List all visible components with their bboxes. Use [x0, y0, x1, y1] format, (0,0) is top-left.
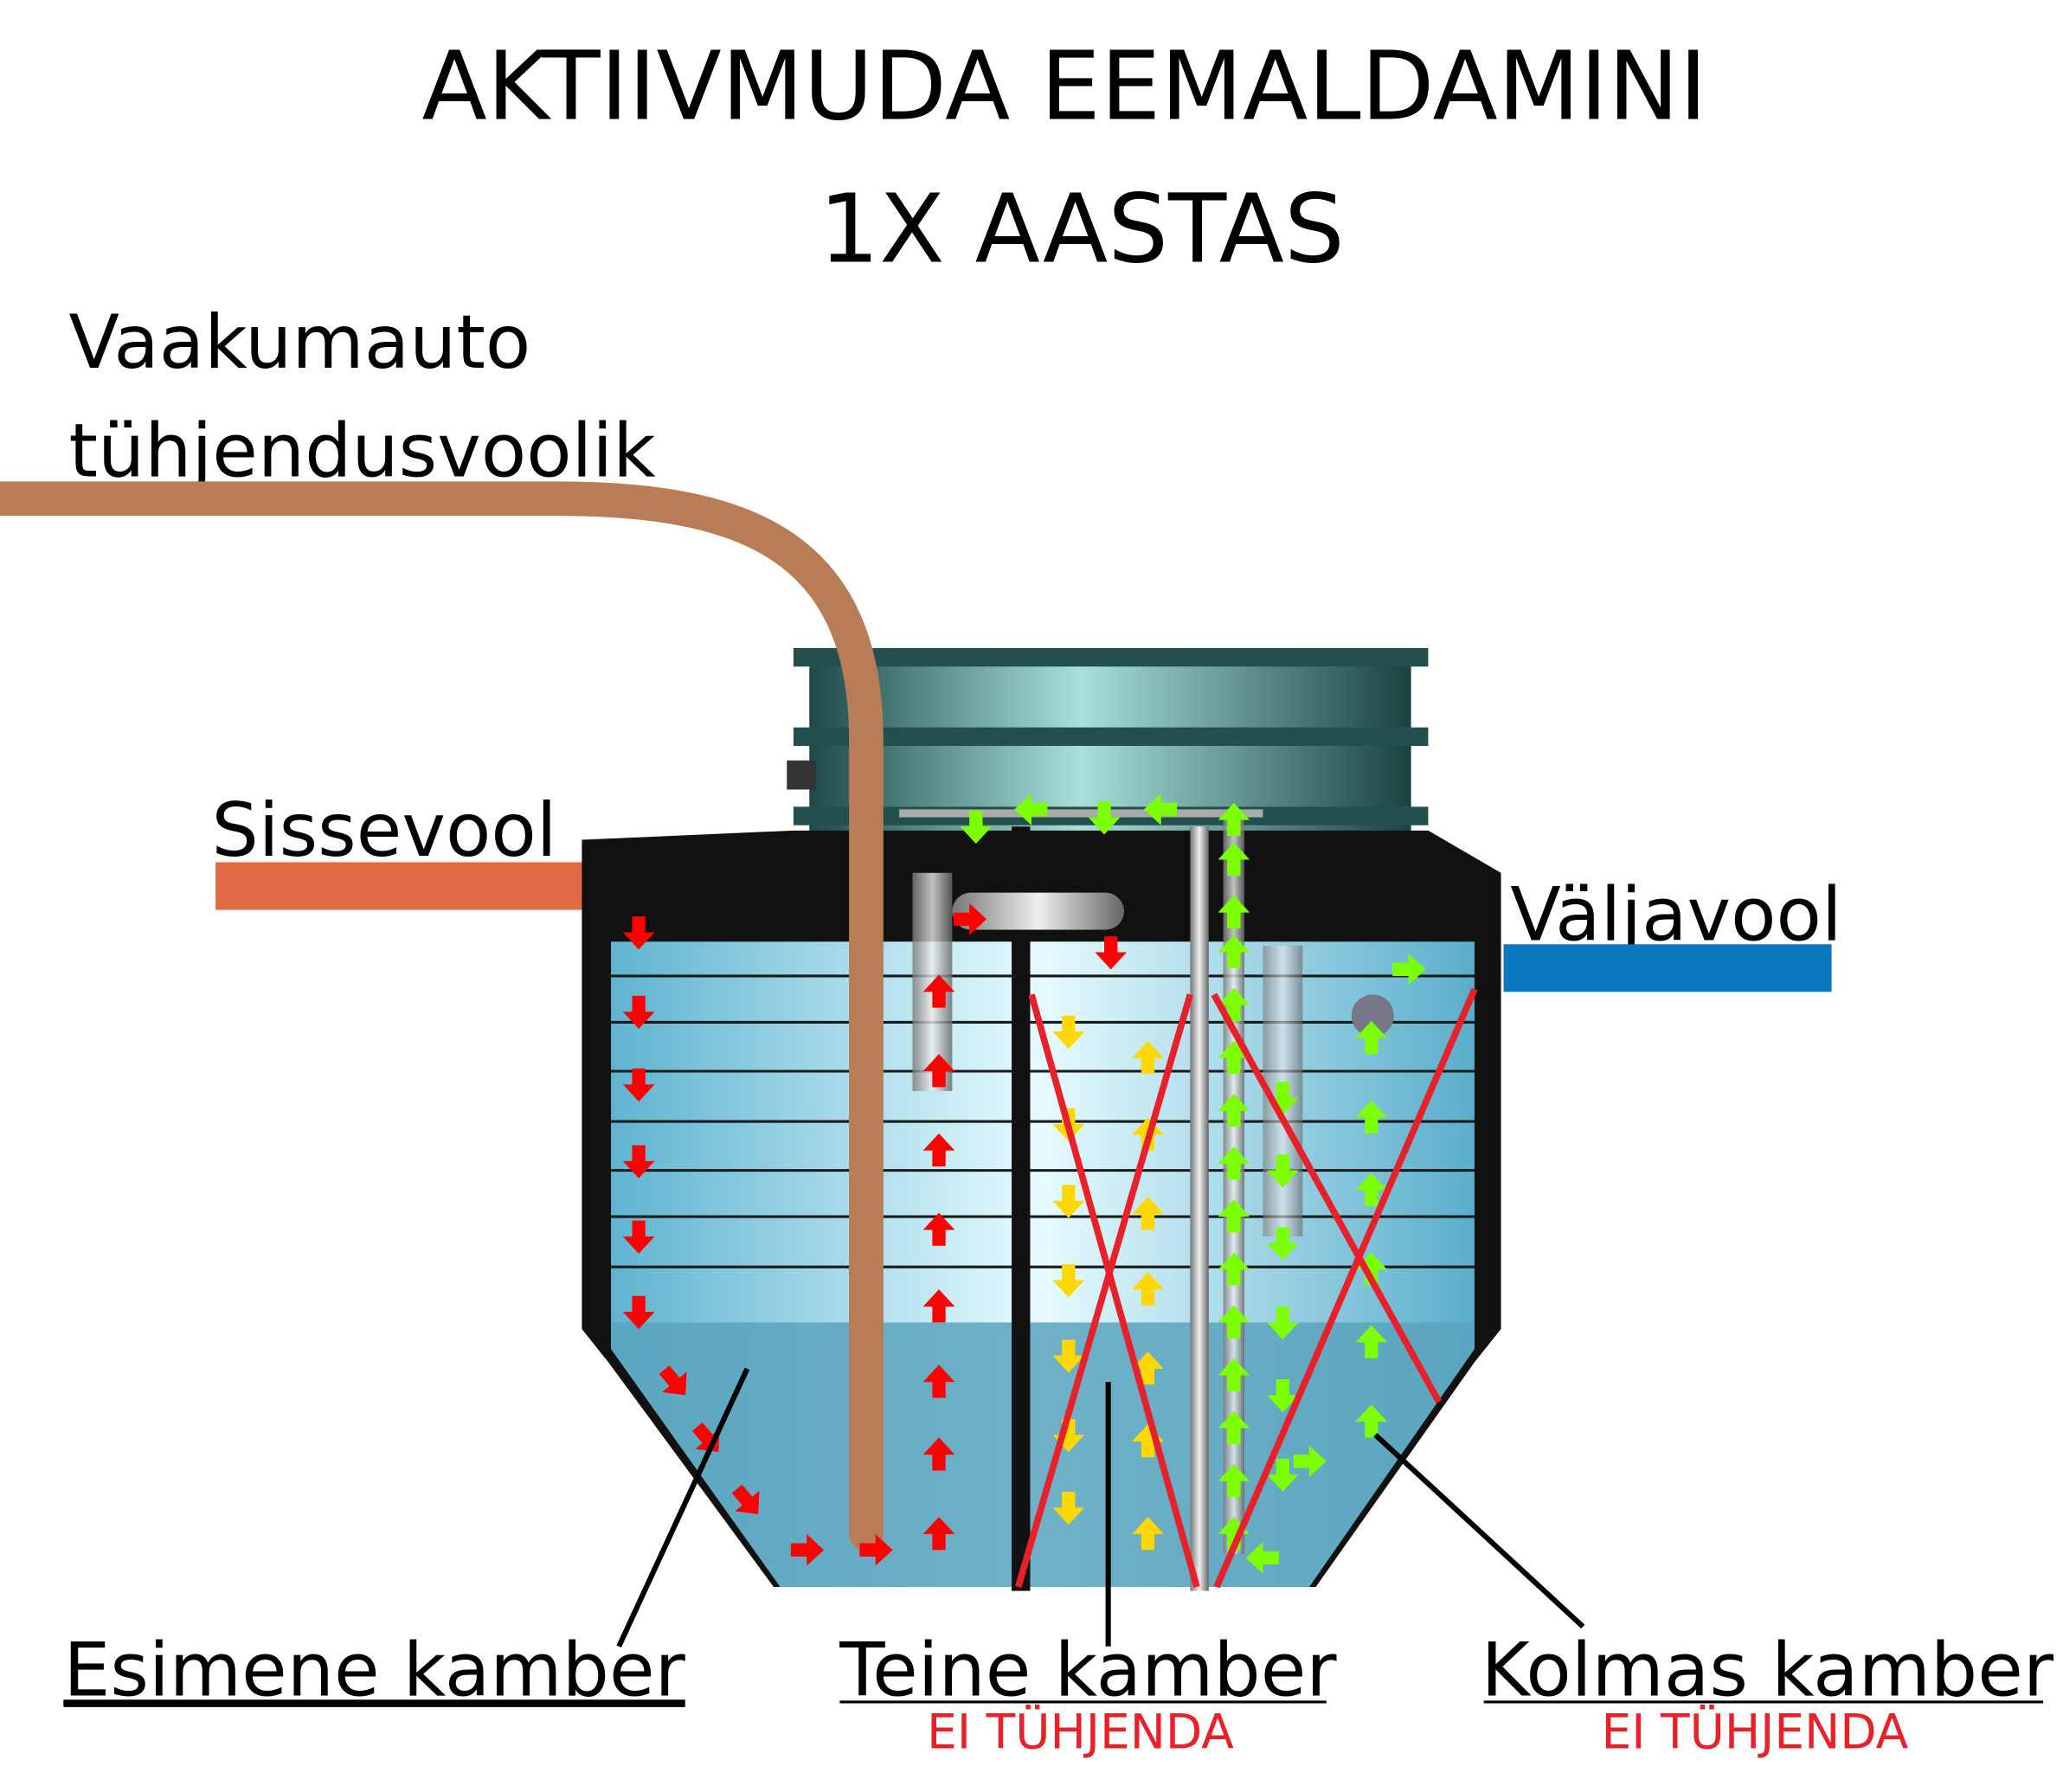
green-arrow-icon [1355, 1100, 1388, 1134]
green-arrow-icon [1218, 1463, 1250, 1498]
red-arrow-icon [922, 1289, 955, 1323]
red-arrow-icon [659, 1365, 687, 1396]
red-arrow-icon [922, 1212, 955, 1246]
yellow-arrow-icon [1052, 1185, 1085, 1218]
vacuum-hose [0, 481, 884, 1551]
red-arrow-icon [922, 1437, 955, 1471]
green-arrow-icon [1218, 987, 1250, 1021]
yellow-arrow-icon [1132, 1272, 1164, 1306]
chamber-label-first: Esimene kamber [63, 1628, 685, 1713]
green-arrow-icon [1218, 1305, 1250, 1339]
green-arrow-icon [1218, 1093, 1250, 1127]
red-arrow-icon [622, 1295, 655, 1329]
title-line-2: 1X AASTAS [819, 174, 1345, 285]
green-arrow-icon [960, 810, 993, 845]
green-arrow-icon [1267, 1379, 1299, 1413]
red-arrow-icon [622, 1068, 655, 1102]
cross-second-chamber [1015, 993, 1200, 1589]
red-arrow-icon [790, 1533, 825, 1566]
green-arrow-icon [1267, 1307, 1299, 1340]
green-arrow-icon [1088, 801, 1121, 835]
green-arrow-icon [1355, 1252, 1388, 1286]
red-arrow-icon [922, 1133, 955, 1167]
red-arrow-icon [622, 1220, 655, 1254]
green-arrow-icon [1355, 1020, 1388, 1055]
title-line-1: AKTIIVMUDA EEMALDAMINI [422, 31, 1707, 142]
chamber-note-second: EI TÜHJENDA [927, 1704, 1234, 1759]
green-arrow-icon [1143, 793, 1178, 825]
yellow-arrow-icon [1052, 1015, 1085, 1050]
green-arrow-icon [1355, 1172, 1388, 1206]
cross-third-chamber [1211, 987, 1478, 1589]
hose-label-line-2: tühjendusvoolik [68, 408, 656, 494]
green-arrow-icon [1293, 1445, 1327, 1478]
red-arrow-icon [622, 995, 655, 1030]
green-arrow-icon [1245, 1542, 1279, 1574]
inflow-pipe [215, 862, 589, 910]
red-arrow-icon [922, 1365, 955, 1398]
red-arrow-icon [622, 916, 655, 950]
green-arrow-icon [1355, 1404, 1388, 1438]
red-arrow-icon [922, 1516, 955, 1551]
chamber-note-third: EI TÜHJENDA [1602, 1704, 1909, 1759]
red-arrow-icon [622, 1145, 655, 1179]
red-arrow-icon [922, 974, 955, 1008]
green-arrow-icon [1218, 1410, 1250, 1444]
yellow-arrow-icon [1052, 1418, 1085, 1453]
yellow-arrow-icon [1052, 1491, 1085, 1525]
green-arrow-icon [1218, 1358, 1250, 1391]
green-arrow-icon [1218, 1516, 1250, 1551]
yellow-arrow-icon [1132, 1197, 1164, 1230]
green-arrow-icon [1218, 842, 1250, 876]
red-arrow-icon [1095, 936, 1128, 970]
chamber-label-second: Teine kamber [839, 1628, 1337, 1713]
green-arrow-icon [1218, 1199, 1250, 1233]
green-arrow-icon [1218, 895, 1250, 928]
yellow-arrow-icon [1052, 1264, 1085, 1298]
green-arrow-icon [1014, 793, 1048, 825]
outflow-pipe [1503, 944, 1832, 992]
hose-label-line-1: Vaakumauto [68, 300, 530, 386]
leader-lines [616, 1367, 1585, 1648]
yellow-arrow-icon [1132, 1424, 1164, 1458]
green-arrow-icon [1392, 953, 1426, 986]
outflow-label: Väljavool [1510, 873, 1841, 959]
green-arrow-icon [1267, 1082, 1299, 1115]
red-arrow-icon [731, 1484, 760, 1514]
yellow-arrow-icon [1132, 1351, 1164, 1385]
green-arrow-icon [1218, 802, 1250, 836]
tank-body [582, 809, 1501, 1591]
red-arrow-icon [859, 1533, 893, 1566]
yellow-arrow-icon [1132, 1516, 1164, 1551]
yellow-arrow-icon [1052, 1339, 1085, 1373]
inflow-label: Sissevool [212, 788, 557, 874]
green-arrow-icon [1267, 1458, 1299, 1492]
green-arrow-icon [1267, 1227, 1299, 1261]
yellow-arrow-icon [1132, 1040, 1164, 1075]
chamber-label-third: Kolmas kamber [1481, 1628, 2054, 1713]
green-arrow-icon [1218, 1252, 1250, 1286]
green-arrow-icon [1355, 1325, 1388, 1358]
green-arrow-icon [1218, 1146, 1250, 1180]
green-arrow-icon [1218, 1040, 1250, 1075]
green-arrow-icon [1267, 1154, 1299, 1188]
red-arrow-icon [953, 902, 987, 935]
red-arrow-icon [922, 1054, 955, 1088]
green-arrow-icon [1218, 935, 1250, 968]
